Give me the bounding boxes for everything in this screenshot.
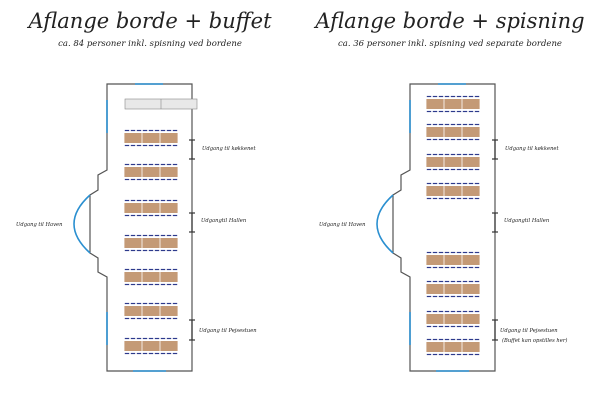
- right-label-kitchen: Udgang til køkkenet: [505, 146, 560, 152]
- table-segment: [462, 186, 480, 196]
- left-label-fireplace: Udgang til Pejsestuen: [199, 328, 257, 334]
- right-table-1: [426, 95, 480, 113]
- table-segment: [124, 133, 142, 143]
- right-plan-title: Aflange borde + spisning: [315, 9, 585, 33]
- right-table-2: [426, 123, 480, 141]
- right-label-fireplace: Udgang til Pejsestuen: [500, 328, 558, 334]
- table-segment: [124, 306, 142, 316]
- table-segment: [142, 272, 160, 282]
- table-segment: [444, 186, 462, 196]
- right-label-buffet-note: (Buffet kan opstilles her): [502, 337, 567, 344]
- left-label-hall: Udgangtil Hallen: [201, 218, 246, 224]
- table-segment: [124, 238, 142, 248]
- table-segment: [426, 255, 444, 265]
- table-segment: [462, 127, 480, 137]
- left-label-kitchen: Udgang til køkkenet: [202, 146, 257, 152]
- right-garden-door-arc: [376, 194, 394, 254]
- table-segment: [160, 272, 178, 282]
- table-segment: [142, 167, 160, 177]
- right-table-8: [426, 338, 480, 356]
- right-plan-subtitle: ca. 36 personer inkl. spisning ved separ…: [338, 39, 562, 49]
- right-table-6: [426, 280, 480, 298]
- right-label-hall: Udgangtil Hallen: [504, 218, 549, 224]
- table-segment: [160, 238, 178, 248]
- table-segment: [426, 342, 444, 352]
- table-segment: [444, 127, 462, 137]
- table-segment: [426, 284, 444, 294]
- table-segment: [462, 157, 480, 167]
- table-segment: [444, 99, 462, 109]
- left-plan-subtitle: ca. 84 personer inkl. spisning ved borde…: [58, 39, 242, 49]
- table-segment: [124, 167, 142, 177]
- right-exit-markers: [492, 139, 498, 341]
- table-segment: [142, 203, 160, 213]
- table-segment: [444, 255, 462, 265]
- table-segment: [462, 255, 480, 265]
- table-segment: [426, 157, 444, 167]
- table-segment: [160, 306, 178, 316]
- left-room-walls: [89, 83, 193, 372]
- right-label-garden: Udgang til Haven: [319, 222, 365, 228]
- left-table-6: [124, 302, 178, 320]
- left-table-3: [124, 199, 178, 217]
- right-floor-plan: Udgang til køkkenet Udgangtil Hallen Udg…: [319, 83, 567, 372]
- table-segment: [124, 341, 142, 351]
- table-segment: [444, 314, 462, 324]
- left-table-1: [124, 129, 178, 147]
- left-label-garden: Udgang til Haven: [16, 222, 62, 228]
- right-table-4: [426, 182, 480, 200]
- table-segment: [160, 341, 178, 351]
- left-exit-markers: [189, 139, 195, 341]
- table-segment: [462, 314, 480, 324]
- table-segment: [462, 99, 480, 109]
- right-table-3: [426, 153, 480, 171]
- table-segment: [426, 186, 444, 196]
- right-doors: [376, 83, 469, 372]
- table-segment: [160, 167, 178, 177]
- left-tables: [124, 129, 178, 355]
- table-segment: [462, 342, 480, 352]
- table-segment: [160, 133, 178, 143]
- table-segment: [444, 157, 462, 167]
- left-buffet-table: [124, 98, 198, 110]
- table-segment: [160, 203, 178, 213]
- table-segment: [142, 306, 160, 316]
- table-segment: [142, 133, 160, 143]
- table-segment: [142, 238, 160, 248]
- right-tables: [426, 95, 480, 356]
- left-table-4: [124, 234, 178, 252]
- left-garden-door-arc: [73, 194, 91, 254]
- right-table-5: [426, 251, 480, 269]
- table-segment: [444, 342, 462, 352]
- table-segment: [142, 341, 160, 351]
- left-plan-title: Aflange borde + buffet: [28, 9, 272, 33]
- table-segment: [426, 127, 444, 137]
- table-segment: [124, 203, 142, 213]
- left-doors: [73, 83, 166, 372]
- left-table-7: [124, 337, 178, 355]
- left-floor-plan: Udgang til køkkenet Udgangtil Hallen Udg…: [16, 83, 257, 372]
- right-room-walls: [392, 83, 496, 372]
- right-table-7: [426, 310, 480, 328]
- left-table-5: [124, 268, 178, 286]
- table-segment: [462, 284, 480, 294]
- left-table-2: [124, 163, 178, 181]
- table-segment: [426, 99, 444, 109]
- table-segment: [124, 272, 142, 282]
- table-segment: [426, 314, 444, 324]
- table-segment: [444, 284, 462, 294]
